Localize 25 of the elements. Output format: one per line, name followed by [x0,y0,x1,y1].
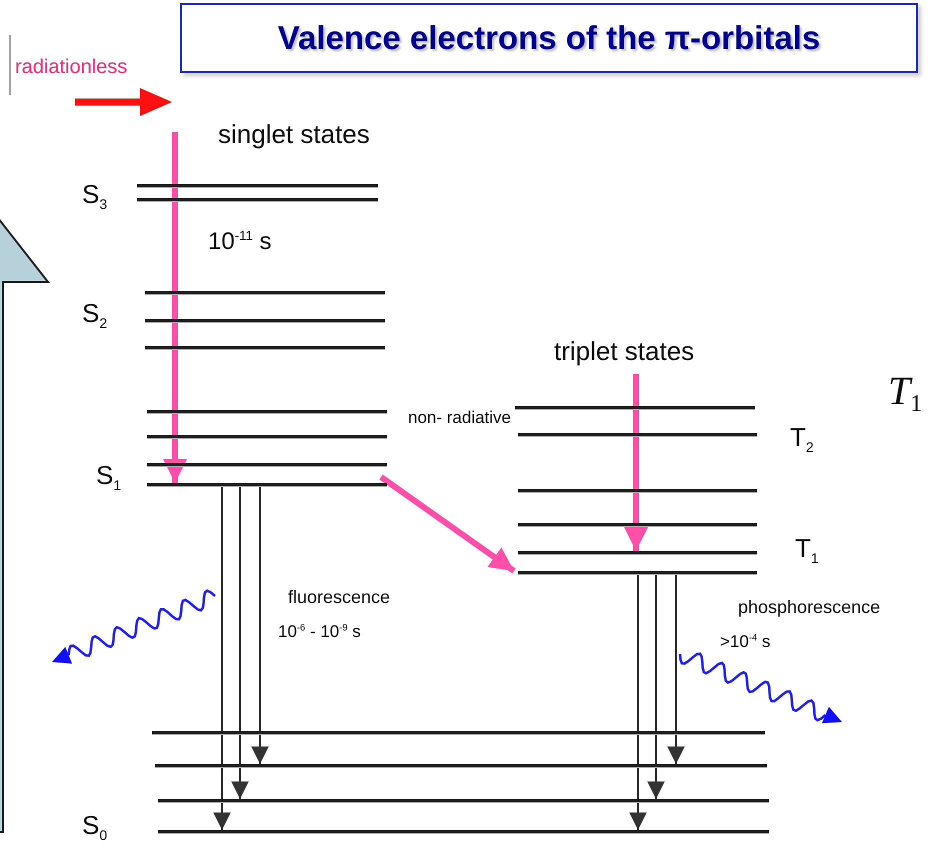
annotation-text: non- radiative [408,408,512,428]
arrow [624,374,648,551]
arrow [667,575,685,764]
arrow [163,132,187,483]
state-label: T$_{2}$ [790,424,814,454]
state-label: T$_{1}$ [795,535,819,565]
state-label: S$_{2}$ [82,300,108,330]
arrow [647,575,665,799]
annotation-text: singlet states [218,120,370,150]
arrow [251,487,269,764]
annotation-text: phosphorescence [738,597,880,618]
annotation-text: 10$^{-11}$ s [208,228,272,256]
annotation-text: 10$^{-6}$ - 10$^{-9}$ s [278,622,361,642]
annotation-text: fluorescence [288,587,390,608]
arrow [213,487,231,830]
annotation-text: T$_{1}$ [888,368,922,419]
title-box: Valence electrons of the π-orbitals [180,3,918,73]
state-label: S$_{3}$ [82,181,108,211]
arrow [629,575,647,830]
arrow [231,487,249,799]
annotation-text: radiationless [15,56,128,79]
annotation-text: triplet states [554,337,694,367]
annotation-text: >10$^{-4}$ s [720,632,770,652]
state-label: S$_{1}$ [96,462,122,492]
state-label: S$_{0}$ [82,812,108,842]
